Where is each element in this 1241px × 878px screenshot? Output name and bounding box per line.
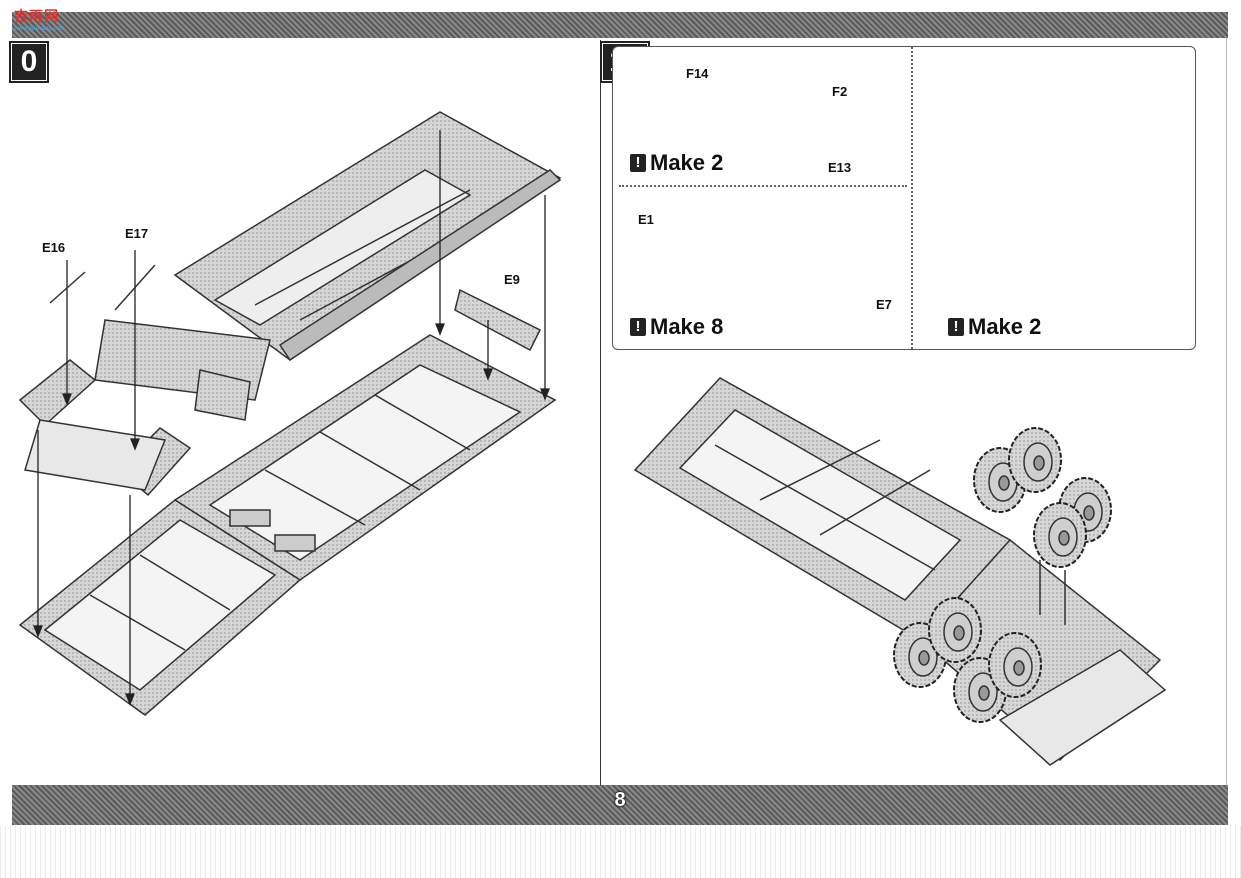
exclamation-icon: !: [630, 318, 646, 336]
logo-text: 吉雨网: [14, 8, 59, 24]
panel-divider-horizontal: [619, 185, 907, 187]
upper-crossmember: [94, 319, 271, 421]
assembly-arrows: [33, 130, 550, 706]
header-band: [12, 12, 1228, 38]
logo-url: www.jiyuwang.com: [14, 26, 65, 32]
part-label-e1: E1: [638, 212, 654, 227]
side-rails: [49, 264, 542, 352]
step-number-badge-left: 0: [9, 41, 49, 83]
panel-divider-vertical: [911, 47, 913, 349]
make-2-bogie: !Make 2: [948, 314, 1041, 340]
part-label-e16: E16: [42, 240, 66, 255]
make-8-wheel: !Make 8: [630, 314, 723, 340]
make-8-wheel-label: Make 8: [650, 314, 724, 339]
part-label-f2: F2: [832, 84, 848, 99]
page-number: 8: [614, 789, 626, 811]
site-logo: 吉雨网 www.jiyuwang.com: [14, 6, 65, 32]
part-label-e7: E7: [876, 297, 892, 312]
part-label-f14: F14: [686, 66, 709, 81]
rear-bogie-wheels: [973, 427, 1112, 625]
make-2-axle-label: Make 2: [650, 150, 724, 175]
right-edge-line: [1226, 38, 1227, 785]
chassis-frame: [18, 334, 557, 716]
part-label-e9: E9: [504, 272, 520, 287]
part-label-e17: E17: [125, 226, 149, 241]
loading-ramps: [18, 359, 192, 497]
exclamation-icon: !: [948, 318, 964, 336]
page-divider: [600, 40, 601, 785]
make-2-axle: !Make 2: [630, 150, 723, 176]
make-2-bogie-label: Make 2: [968, 314, 1042, 339]
completed-chassis: [633, 377, 1167, 766]
subassembly-panel: [612, 46, 1196, 350]
upper-deck: [173, 111, 562, 362]
footer-band: 8: [12, 785, 1228, 825]
scan-noise: [0, 826, 1241, 878]
part-label-e13: E13: [828, 160, 852, 175]
exclamation-icon: !: [630, 154, 646, 172]
